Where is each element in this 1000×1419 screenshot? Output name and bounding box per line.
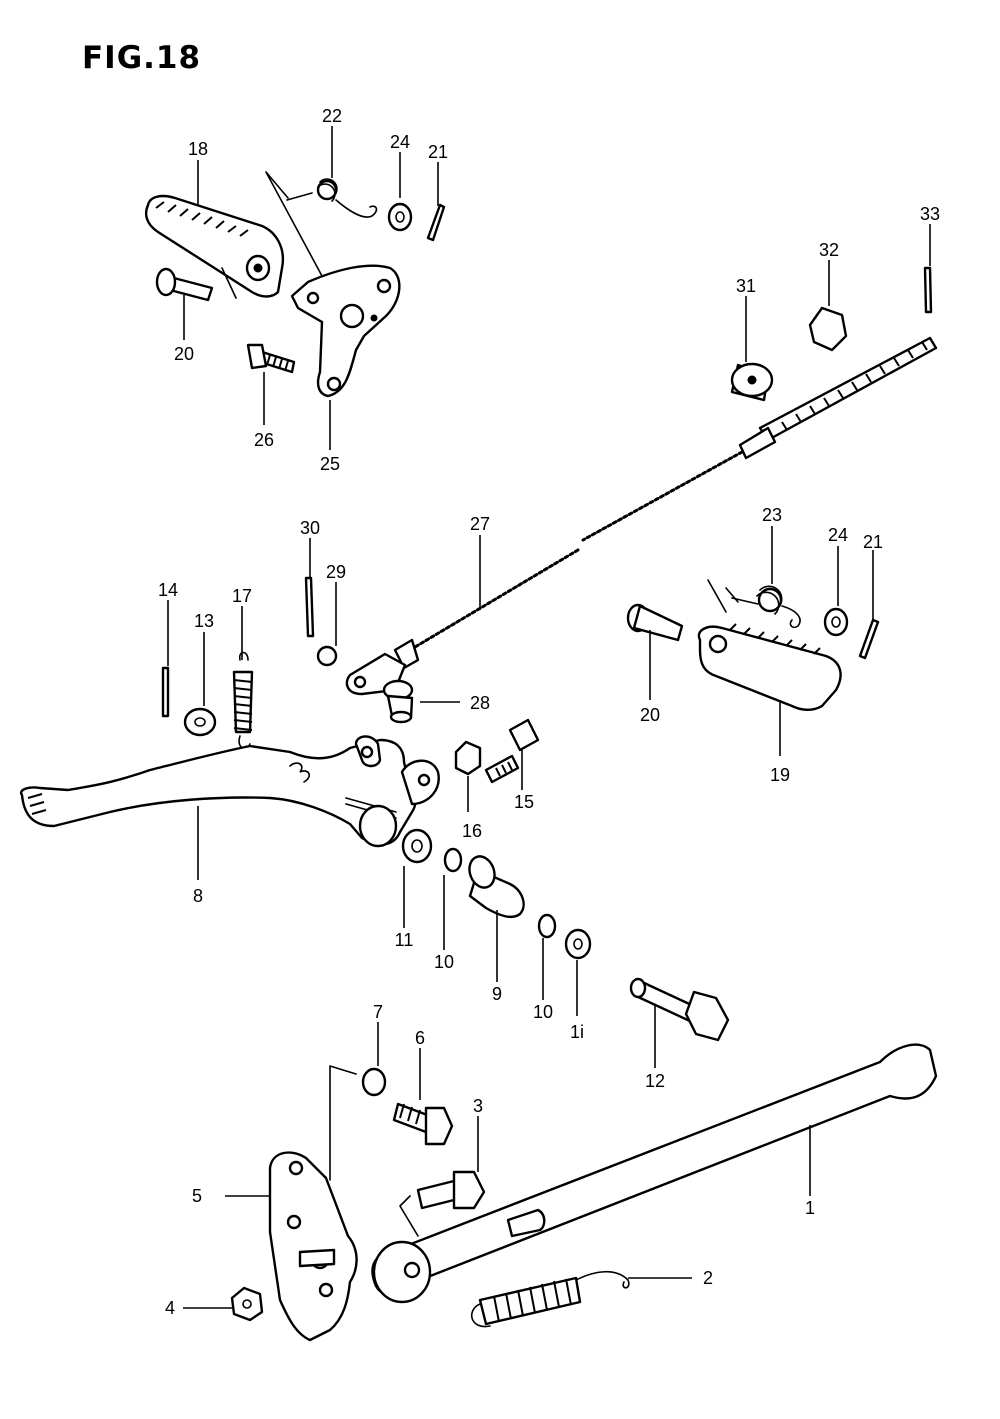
callout-3: 3 [473, 1096, 483, 1116]
clevis-pin-part [155, 267, 214, 302]
callout-29: 29 [326, 562, 346, 582]
cotter-pin-part [426, 203, 446, 242]
washer-29-part [316, 645, 338, 667]
pivot-bushing-part [468, 855, 525, 919]
callout-8: 8 [193, 886, 203, 906]
callout-11: 11 [395, 930, 414, 950]
footrest-right-part [697, 623, 842, 711]
callout-31: 31 [736, 276, 756, 296]
washer-11b-part [564, 928, 592, 960]
callout-13: 13 [194, 611, 214, 631]
callout-21-top: 21 [428, 142, 448, 162]
callout-20-right: 20 [640, 705, 660, 725]
brake-pedal-part [19, 735, 440, 848]
cotter-pin-30-part [304, 576, 315, 638]
callout-26: 26 [254, 430, 274, 450]
footrest-bracket-part [290, 264, 401, 398]
washer-13-part [183, 707, 217, 737]
callout-2: 2 [703, 1268, 713, 1288]
side-stand-part [371, 1043, 938, 1304]
callout-12: 12 [645, 1071, 665, 1091]
footrest-left-part [144, 194, 285, 298]
callout-leader-lines [167, 126, 931, 1309]
callout-17: 17 [232, 586, 252, 606]
clevis-pin-right-part [626, 603, 684, 642]
callout-10-left: 10 [434, 952, 454, 972]
callout-16: 16 [462, 821, 482, 841]
stand-bracket-part [268, 1151, 358, 1342]
torsion-spring-right-part [707, 579, 801, 629]
cable-joint-part [730, 362, 774, 402]
washer-11-part [401, 828, 433, 864]
callout-20-top: 20 [174, 344, 194, 364]
torsion-spring-part [286, 178, 378, 218]
callout-11-right: 1i [570, 1022, 584, 1042]
o-ring-10b-part [537, 913, 557, 939]
flange-bolt-part [246, 343, 296, 374]
cotter-pin-14-part [161, 666, 170, 718]
callout-25: 25 [320, 454, 340, 474]
hex-nut-16-part [454, 740, 482, 776]
callout-19: 19 [770, 765, 790, 785]
hex-nut-4-part [230, 1286, 264, 1322]
callout-28: 28 [470, 693, 490, 713]
pivot-bolt-12-part [629, 977, 730, 1042]
bolt-6-part [392, 1102, 454, 1146]
callout-5: 5 [192, 1186, 202, 1206]
callout-27: 27 [470, 514, 490, 534]
figure-title: FIG.18 [82, 40, 202, 76]
callout-1: 1 [805, 1198, 815, 1218]
callout-7: 7 [373, 1002, 383, 1022]
return-spring-part [232, 651, 254, 749]
bolt-15-part [484, 718, 540, 784]
spring-washer-7-part [361, 1067, 387, 1097]
o-ring-10-part [443, 847, 463, 873]
washer-right-part [823, 607, 849, 637]
callout-14: 14 [158, 580, 178, 600]
stand-spring-part [470, 1270, 630, 1328]
callout-22: 22 [322, 106, 342, 126]
callout-15: 15 [514, 792, 534, 812]
callout-18: 18 [188, 139, 208, 159]
callout-21-right: 21 [863, 532, 883, 552]
callout-4: 4 [165, 1298, 175, 1318]
adjuster-nut-part [808, 306, 848, 352]
bolt-3-part [416, 1170, 486, 1210]
callout-30: 30 [300, 518, 320, 538]
cable-pin-part [382, 679, 414, 724]
callout-24-top: 24 [390, 132, 410, 152]
callout-33: 33 [920, 204, 940, 224]
callout-24-right: 24 [828, 525, 848, 545]
callout-9: 9 [492, 984, 502, 1004]
callout-32: 32 [819, 240, 839, 260]
callout-23: 23 [762, 505, 782, 525]
callout-6: 6 [415, 1028, 425, 1048]
callout-10-right: 10 [533, 1002, 553, 1022]
brake-cable-part [345, 336, 938, 696]
washer-part [387, 202, 413, 232]
cotter-pin-right-part [858, 618, 880, 660]
callout-labels: 18 22 24 21 20 26 25 33 32 31 27 23 24 2… [158, 106, 940, 1318]
cotter-pin-upper-part [923, 266, 933, 314]
